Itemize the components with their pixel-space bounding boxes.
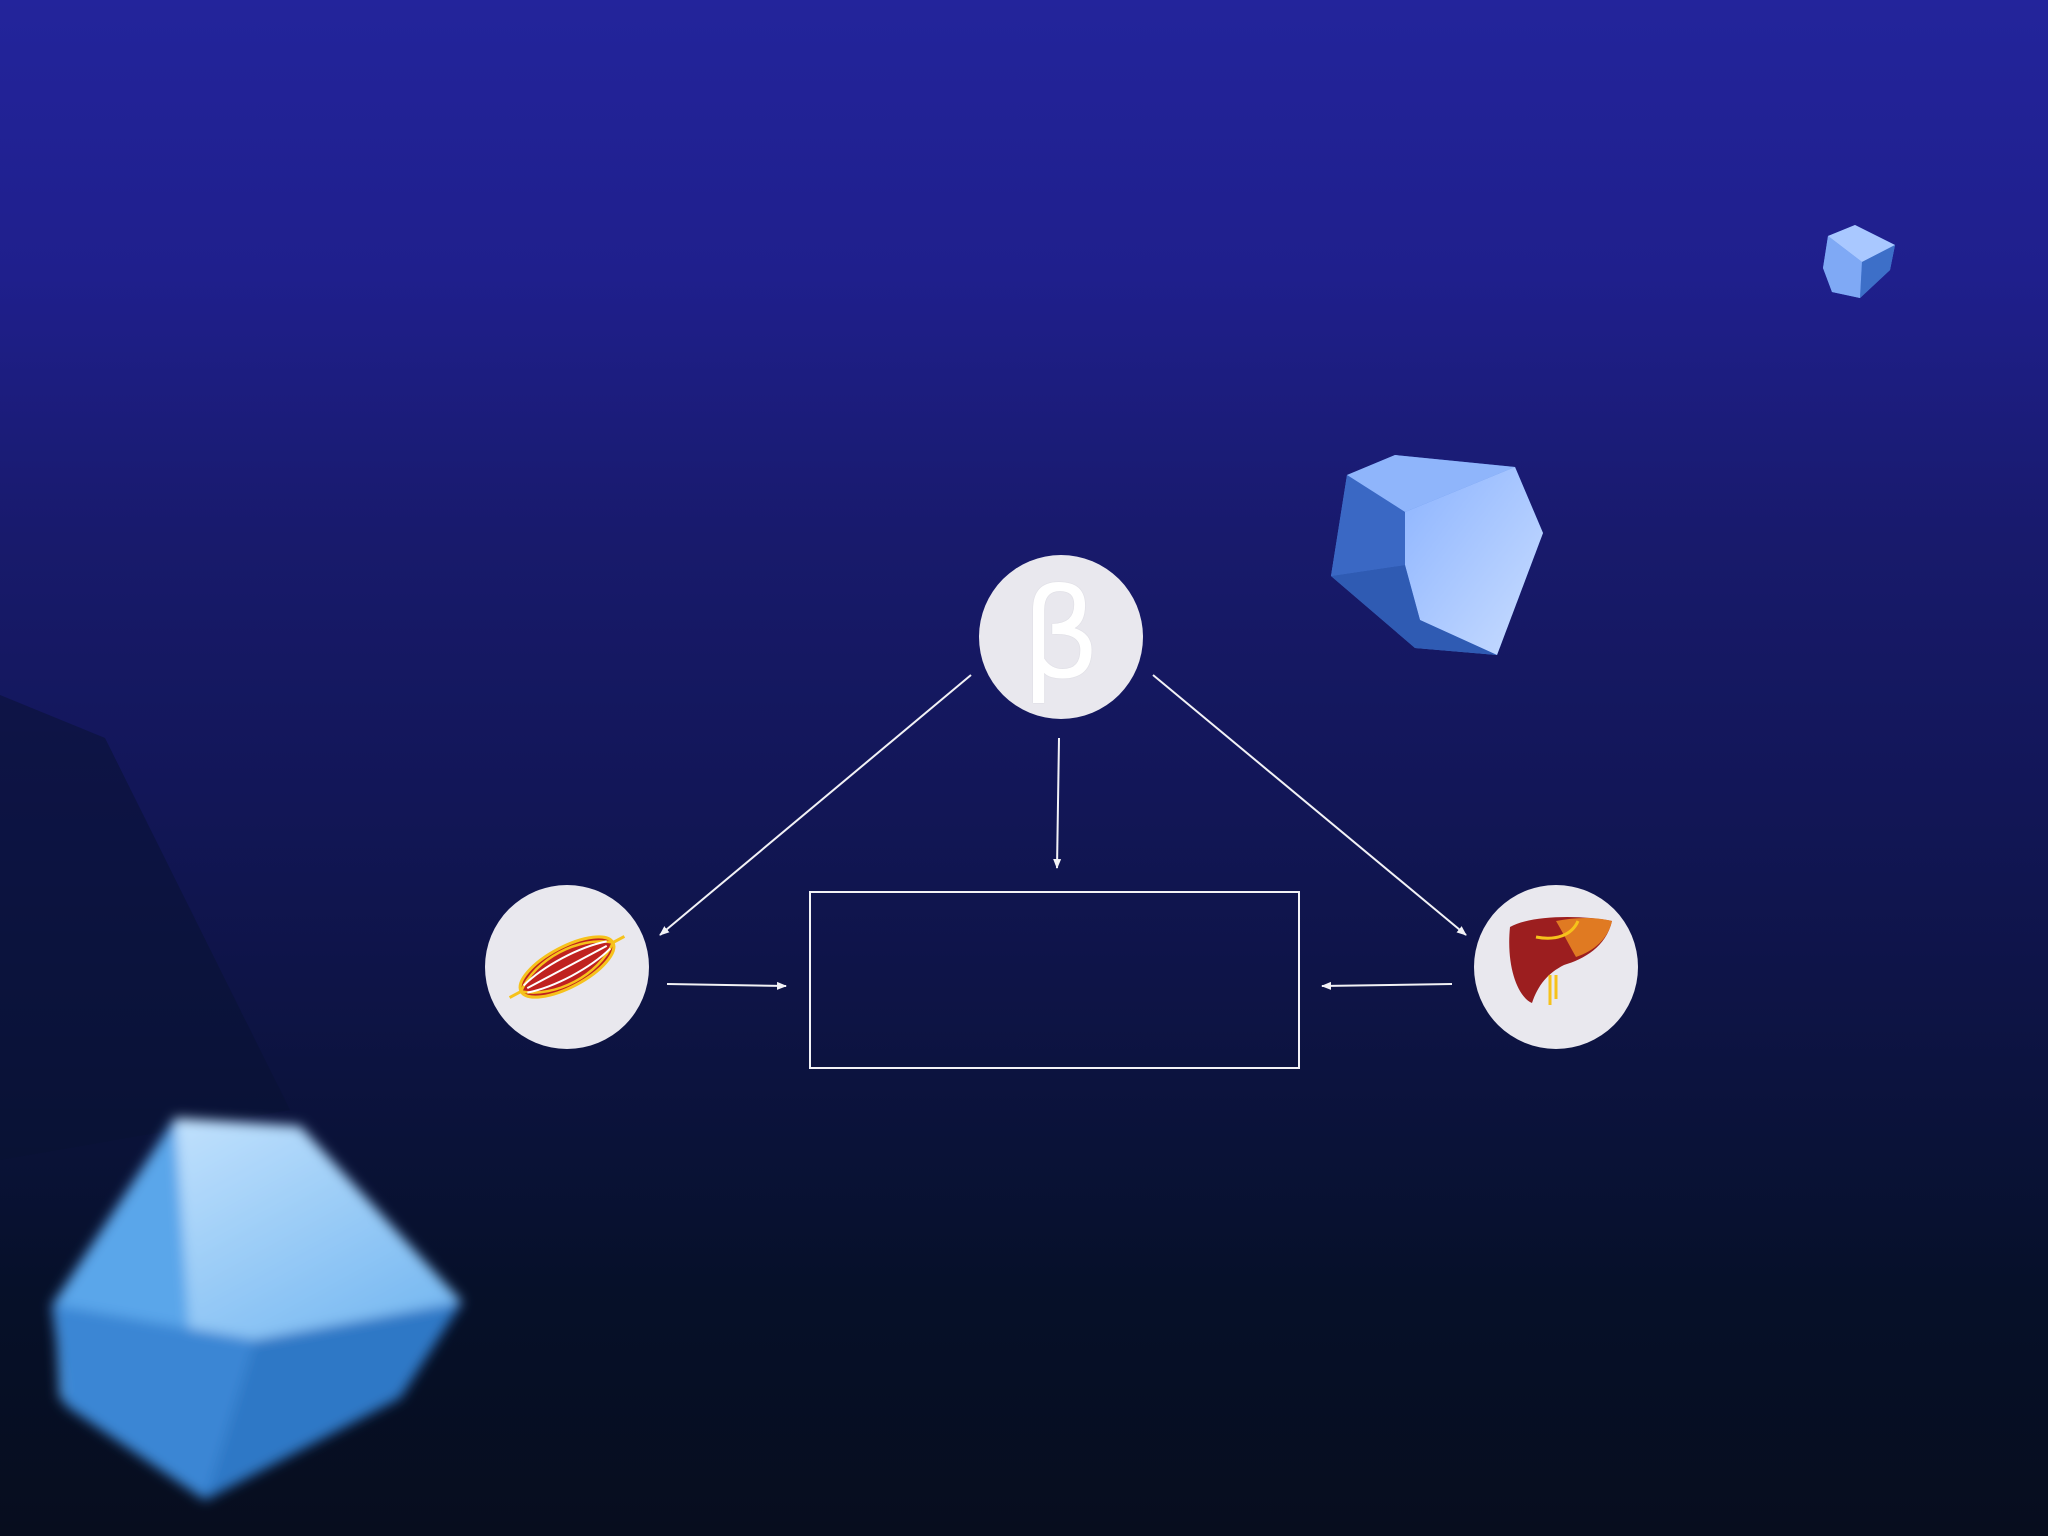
arrow-muscle-to-box xyxy=(666,981,787,990)
small-crystal xyxy=(1823,225,1895,298)
arrow-beta-to-muscle xyxy=(659,674,972,936)
center-box xyxy=(809,891,1300,1069)
arrow-beta-to-box xyxy=(1053,737,1062,869)
beta-node: β xyxy=(979,555,1143,719)
liver-icon xyxy=(1509,917,1612,1005)
arrow-beta-to-liver xyxy=(1152,674,1467,936)
large-crystal xyxy=(52,1118,462,1500)
arrow-liver-to-box xyxy=(1321,981,1453,990)
dark-shard xyxy=(0,695,290,1160)
muscle-node xyxy=(485,885,649,1049)
beta-symbol: β xyxy=(1021,563,1101,707)
liver-node xyxy=(1474,885,1638,1049)
medium-crystal xyxy=(1331,455,1543,655)
muscle-icon xyxy=(508,935,626,999)
